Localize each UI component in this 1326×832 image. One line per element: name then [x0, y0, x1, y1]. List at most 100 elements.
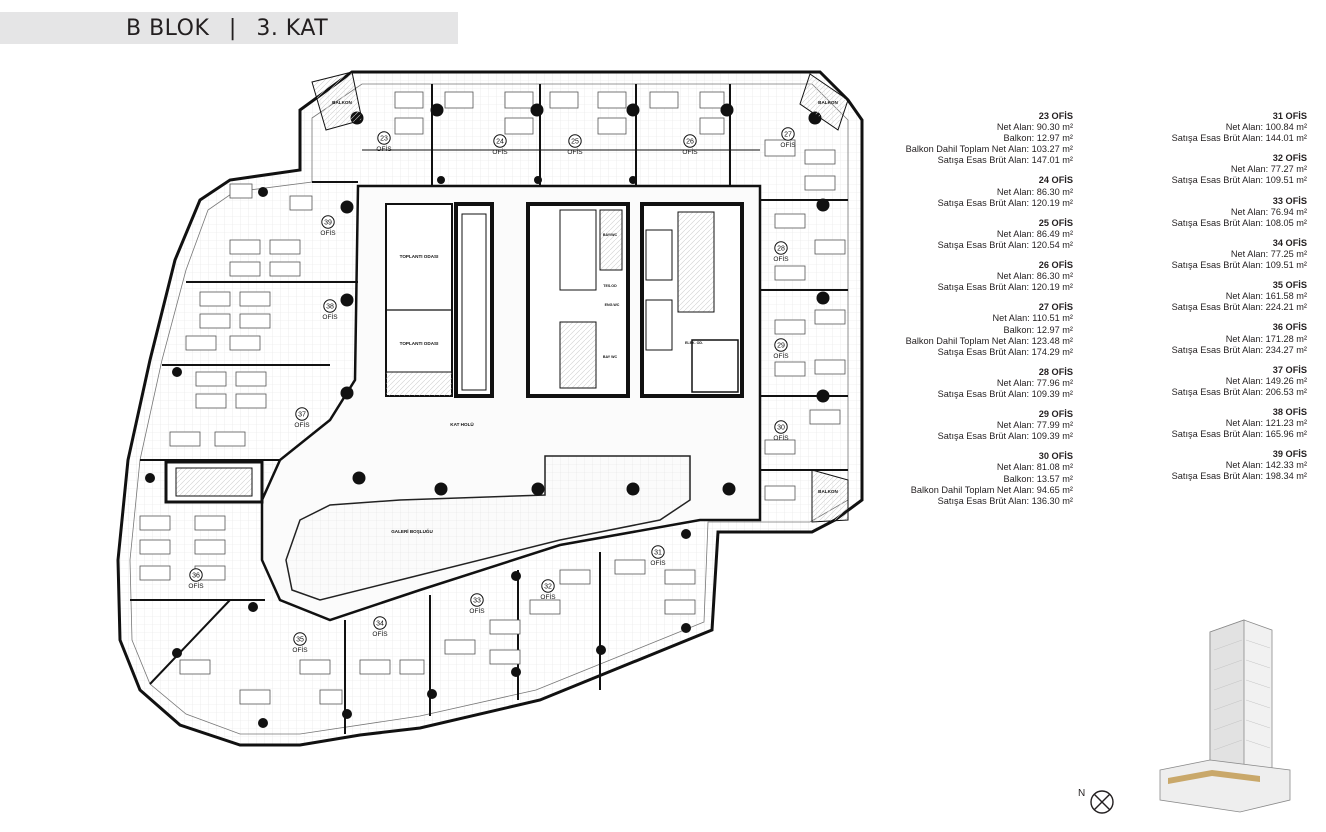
office-marker-circle [293, 632, 307, 646]
office-marker-label: OFİS [372, 629, 388, 638]
unit-area-line: Net Alan: 171.28 m² [1225, 333, 1307, 344]
balcony-left-label: BALKON [332, 100, 352, 105]
core-tesisat-label: TES.OD [603, 284, 617, 288]
compass-icon [1090, 790, 1114, 814]
office-marker-number: 38 [326, 304, 334, 311]
unit-title: 36 OFİS [1272, 322, 1307, 333]
unit-area-line: Net Alan: 77.99 m² [996, 420, 1073, 431]
unit-area-line: Net Alan: 142.33 m² [1225, 460, 1307, 471]
unit-area-line: Satışa Esas Brüt Alan: 109.39 m² [937, 388, 1073, 399]
unit-area-line: Net Alan: 77.96 m² [996, 377, 1073, 388]
unit-area-line: Net Alan: 110.51 m² [992, 313, 1073, 324]
meeting-room-block [385, 203, 453, 397]
unit-title: 39 OFİS [1272, 449, 1307, 460]
unit-title: 28 OFİS [1038, 366, 1073, 377]
desk-clusters [139, 91, 846, 705]
office-marker-label: OFİS [773, 254, 789, 263]
unit-area-line: Satışa Esas Brüt Alan: 234.27 m² [1171, 344, 1307, 355]
office-marker-circle [651, 545, 665, 559]
office-marker-label: OFİS [567, 147, 583, 156]
office-marker-circle [683, 134, 697, 148]
unit-area-line: Net Alan: 90.30 m² [996, 122, 1073, 133]
office-marker-number: 24 [496, 139, 504, 146]
unit-area-line: Satışa Esas Brüt Alan: 120.19 m² [937, 282, 1073, 293]
unit-area-line: Balkon Dahil Toplam Net Alan: 123.48 m² [905, 335, 1073, 346]
office-marker-label: OFİS [320, 228, 336, 237]
office-marker-number: 34 [376, 621, 384, 628]
office-marker-number: 28 [777, 246, 785, 253]
office-marker-label: OFİS [376, 144, 392, 153]
unit-area-line: Net Alan: 86.30 m² [996, 186, 1073, 197]
unit-title: 25 OFİS [1038, 217, 1073, 228]
balcony-lower-label: BALKON [818, 489, 838, 494]
office-marker-number: 36 [192, 573, 200, 580]
unit-area-line: Net Alan: 149.26 m² [1225, 375, 1307, 386]
unit-title: 35 OFİS [1272, 280, 1307, 291]
unit-title: 31 OFİS [1272, 111, 1307, 121]
unit-area-line: Satışa Esas Brüt Alan: 144.01 m² [1171, 133, 1307, 144]
unit-area-line: Net Alan: 121.23 m² [1225, 418, 1307, 429]
office-marker-circle [470, 593, 484, 607]
unit-title: 26 OFİS [1038, 260, 1073, 271]
office-marker-number: 30 [777, 425, 785, 432]
office-marker-circle [377, 131, 391, 145]
office-marker-label: OFİS [682, 147, 698, 156]
office-marker-circle [541, 579, 555, 593]
office-marker-number: 27 [784, 132, 792, 139]
unit-area-line: Satışa Esas Brüt Alan: 165.96 m² [1171, 429, 1307, 440]
unit-title: 24 OFİS [1038, 175, 1073, 186]
unit-area-line: Satışa Esas Brüt Alan: 198.34 m² [1171, 471, 1307, 482]
office-marker-label: OFİS [469, 606, 485, 615]
office-marker-number: 31 [654, 550, 662, 557]
office-marker-number: 32 [544, 584, 552, 591]
office-marker-number: 23 [380, 136, 388, 143]
elevator-core-left [454, 202, 494, 398]
unit-area-line: Net Alan: 100.84 m² [1225, 122, 1307, 133]
office-marker-label: OFİS [322, 312, 338, 321]
office-marker-number: 37 [298, 412, 306, 419]
unit-area-line: Satışa Esas Brüt Alan: 109.39 m² [937, 431, 1073, 442]
gallery-void [285, 455, 691, 601]
core-engwc-label: ENG.WC [605, 303, 620, 307]
core-wc-1-label: BAY/WC [603, 233, 618, 237]
block-name: B BLOK [126, 16, 210, 41]
office-marker-circle [295, 407, 309, 421]
office-marker-label: OFİS [492, 147, 508, 156]
office-marker-number: 39 [324, 220, 332, 227]
office-marker-circle [774, 338, 788, 352]
unit-area-line: Balkon: 12.97 m² [1003, 324, 1073, 335]
gallery-label: GALERİ BOŞLUĞU [391, 527, 433, 534]
unit-title: 32 OFİS [1272, 153, 1307, 164]
unit-area-line: Balkon: 13.57 m² [1003, 473, 1073, 484]
unit-area-line: Net Alan: 76.94 m² [1230, 206, 1307, 217]
unit-title: 34 OFİS [1272, 237, 1307, 248]
office-marker-circle [493, 134, 507, 148]
meeting-room-1-label: TOPLANTI ODASI [400, 254, 439, 259]
office-marker-label: OFİS [540, 592, 556, 601]
office-marker-label: OFİS [188, 581, 204, 590]
page-title: B BLOK | 3. KAT [126, 16, 328, 41]
office-markers: 23OFİS24OFİS25OFİS26OFİS27OFİS28OFİS29OF… [188, 127, 796, 654]
unit-area-line: Net Alan: 77.27 m² [1230, 164, 1307, 175]
office-marker-circle [568, 134, 582, 148]
unit-area-line: Satışa Esas Brüt Alan: 109.51 m² [1171, 175, 1307, 186]
unit-title: 29 OFİS [1038, 409, 1073, 420]
office-marker-label: OFİS [773, 433, 789, 442]
office-marker-label: OFİS [292, 645, 308, 654]
unit-title: 23 OFİS [1038, 111, 1073, 121]
unit-area-line: Net Alan: 77.25 m² [1230, 248, 1307, 259]
unit-title: 27 OFİS [1038, 302, 1073, 313]
office-marker-label: OFİS [773, 351, 789, 360]
